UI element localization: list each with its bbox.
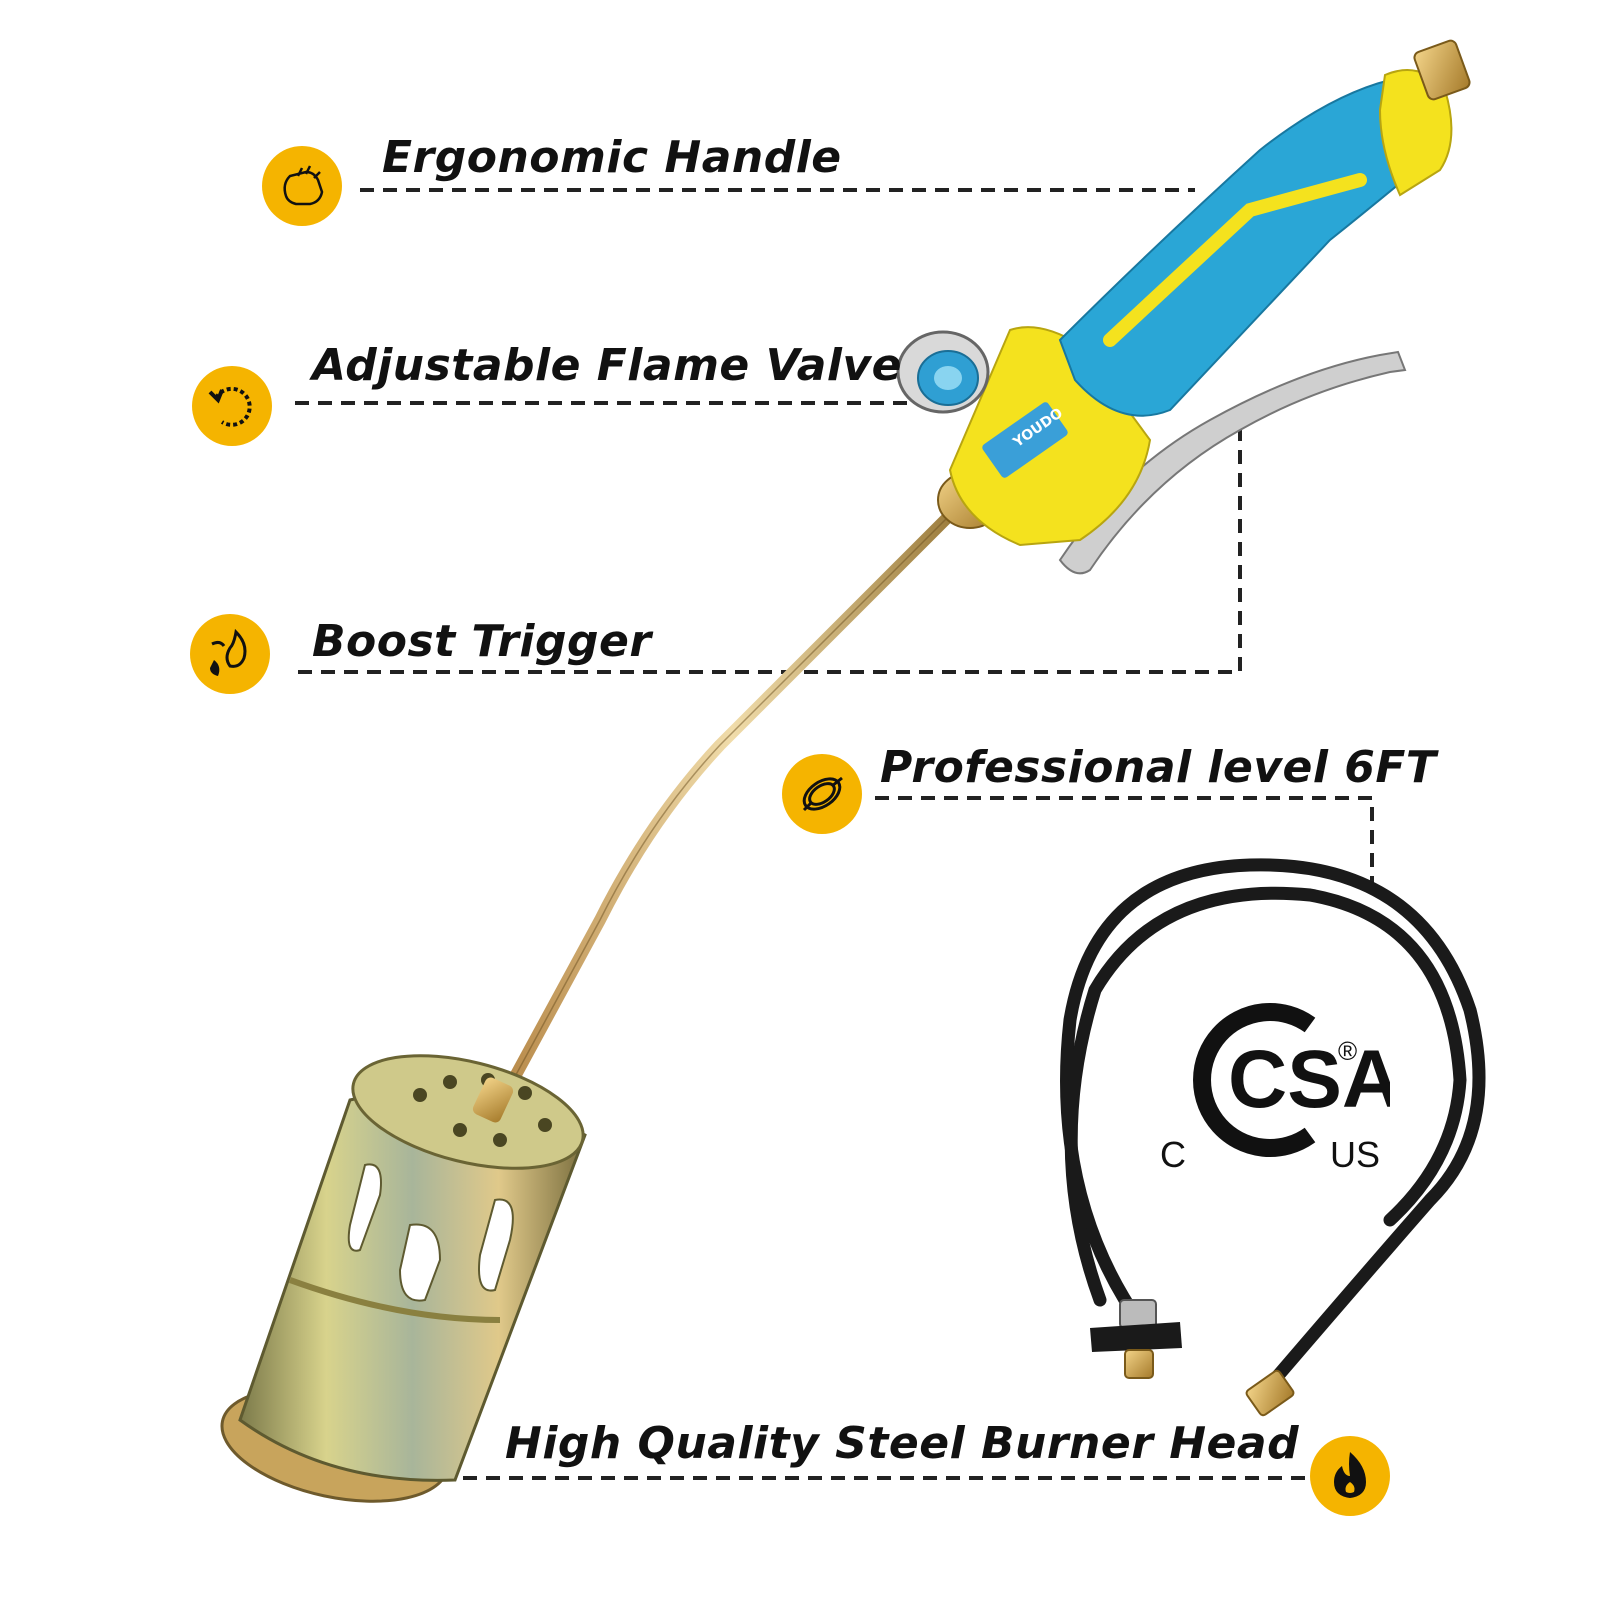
svg-text:C: C (1160, 1134, 1186, 1175)
torch-rod (499, 499, 966, 1101)
svg-text:®: ® (1338, 1036, 1357, 1066)
callout-trigger-label: Boost Trigger (312, 616, 652, 667)
svg-text:CSA: CSA (1228, 1034, 1390, 1125)
callout-burner-label: High Quality Steel Burner Head (505, 1418, 1300, 1469)
svg-text:US: US (1330, 1134, 1380, 1175)
hose-fittings (1090, 1299, 1295, 1417)
callout-handle-label: Ergonomic Handle (382, 132, 842, 183)
rotate-icon (192, 366, 272, 446)
valve-knob (896, 330, 990, 414)
gas-hose (1060, 858, 1486, 1392)
csa-certification-logo: CSA ® C US (1160, 985, 1390, 1175)
flame-boost-icon (190, 614, 270, 694)
callout-valve-label: Adjustable Flame Valve (312, 340, 903, 391)
coiled-hose-icon (782, 754, 862, 834)
fire-icon (1310, 1436, 1390, 1516)
trigger-leader (298, 408, 1242, 674)
callout-hose-label: Professional level 6FT (880, 742, 1437, 793)
hose-leader (875, 796, 1374, 890)
burner-head (220, 1054, 587, 1503)
leader-lines (295, 188, 1374, 1480)
torch-handle (896, 39, 1471, 575)
hand-icon (262, 146, 342, 226)
